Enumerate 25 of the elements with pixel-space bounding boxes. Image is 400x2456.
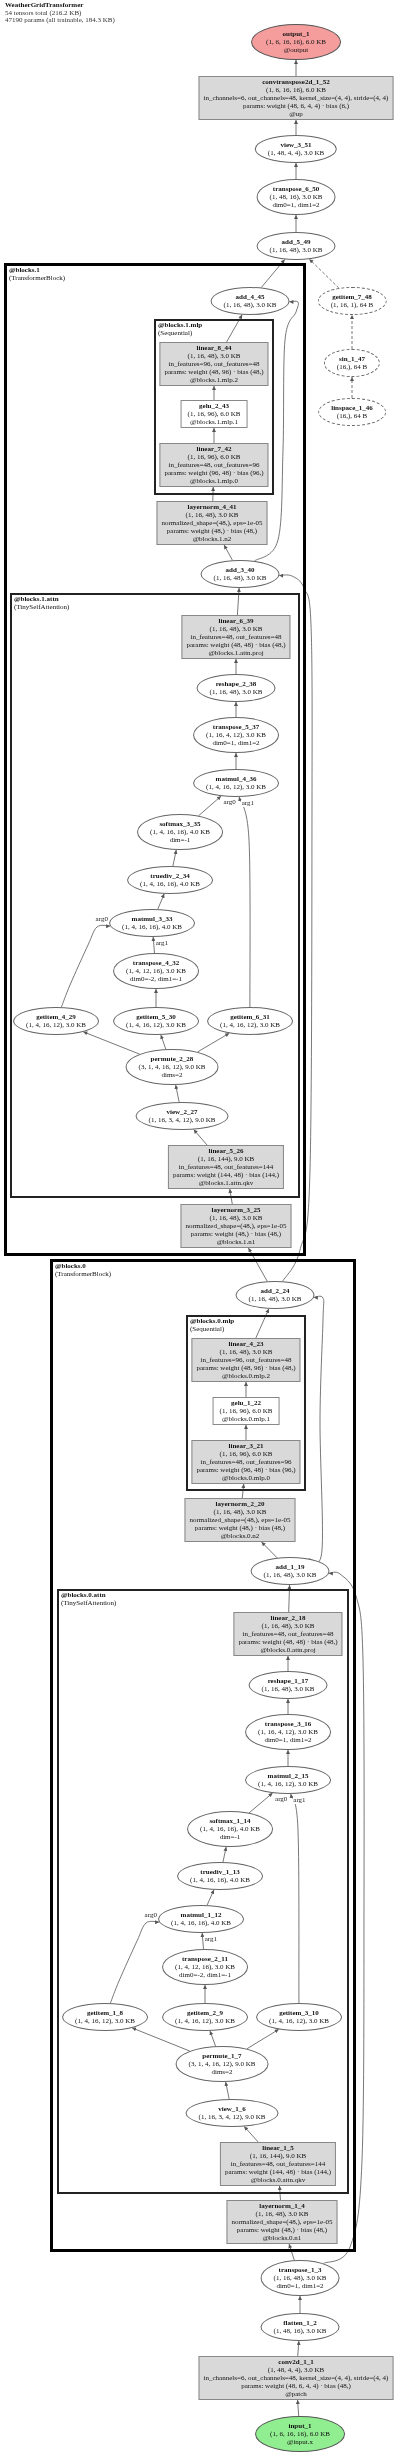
group-frame [186, 1315, 306, 1491]
layer-box [191, 1440, 301, 1484]
activation-box [212, 1397, 280, 1425]
layer-box [198, 2356, 394, 2400]
group-frame [10, 593, 300, 1198]
operation-ellipse [62, 2003, 148, 2031]
activation-box [180, 400, 248, 428]
layer-box [219, 2142, 337, 2186]
constant-ellipse [318, 398, 386, 426]
layer-box [159, 342, 269, 386]
layer-box [156, 501, 268, 545]
group-frame [4, 263, 306, 1256]
layer-box [184, 1498, 296, 1542]
group-frame [57, 1589, 349, 2194]
layer-box [233, 1612, 343, 1656]
group-frame [50, 1259, 356, 2252]
layer-box [191, 1338, 301, 1382]
operation-ellipse [13, 1007, 99, 1035]
layer-box [198, 76, 394, 120]
layer-box [181, 615, 291, 659]
layer-box [159, 443, 269, 487]
layer-box [180, 1204, 292, 1248]
layer-box [226, 2200, 338, 2244]
group-frame [154, 319, 274, 495]
layer-box [167, 1145, 285, 1189]
